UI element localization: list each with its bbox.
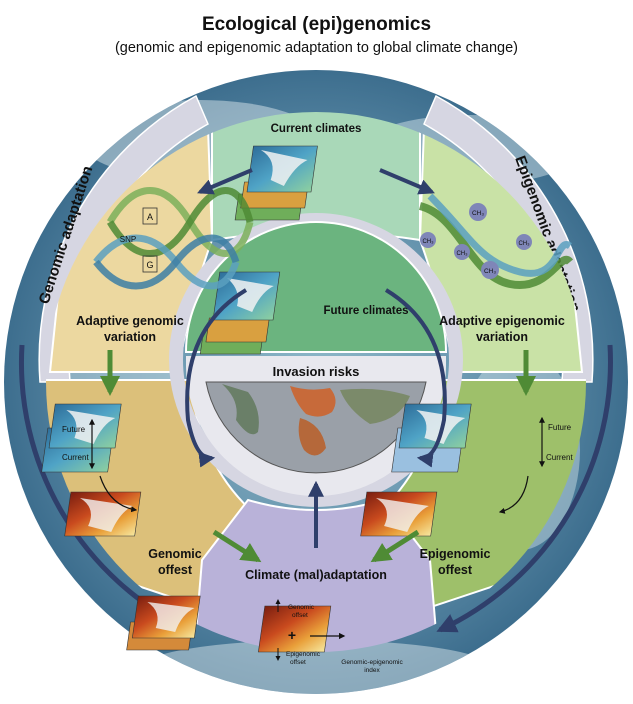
- ch3-label-3: CH₃: [456, 251, 468, 257]
- epigenomic-outer-arrow: [436, 344, 613, 633]
- invasion-map-land: [222, 384, 410, 456]
- allele-g-label: G: [146, 260, 153, 270]
- epigenomic-offset-heatmap: [360, 491, 438, 537]
- current-to-genomic-arrow: [197, 168, 253, 195]
- maladapt-plus: +: [288, 627, 296, 643]
- allele-a-box: [142, 207, 158, 225]
- genomic-offset-label-1: Genomic: [148, 547, 202, 561]
- ch3-label-5: CH₃: [484, 268, 496, 275]
- adaptive-genomic-label-2: variation: [104, 330, 156, 344]
- maladapt-epigenomic-offset-2: offset: [290, 659, 306, 666]
- genomic-future-current-maps: [41, 403, 122, 473]
- allele-g-box: [142, 255, 158, 273]
- page-subtitle: (genomic and epigenomic adaptation to gl…: [114, 40, 519, 56]
- ch3-label-1: CH₃: [472, 210, 484, 217]
- epigenetic-helix-icon: [418, 193, 574, 289]
- invasion-risks-label: Invasion risks: [273, 364, 360, 379]
- maladapt-genomic-offset-1: Genomic: [288, 604, 315, 611]
- current-to-epigenomic-arrow: [379, 168, 435, 195]
- snp-label: SNP: [120, 235, 136, 244]
- future-climates-map-stack: [199, 271, 281, 355]
- future-label-right: Future: [548, 423, 572, 432]
- genomic-map-to-offset-arrow: [99, 475, 138, 513]
- epigenomic-offset-to-maladapt-arrow: [370, 529, 420, 563]
- current-climates-label: Current climates: [271, 123, 362, 135]
- future-to-epigenomic-maps-arrow: [384, 288, 447, 468]
- methyl-group-icons: [420, 203, 532, 279]
- current-label-left: Current: [62, 453, 89, 462]
- maladapt-genomic-offset-2: offset: [292, 612, 308, 619]
- page-title: Ecological (epi)genomics: [201, 14, 432, 35]
- future-label-left: Future: [62, 425, 86, 434]
- future-to-genomic-maps-arrow: [185, 288, 248, 468]
- maladapt-index-1: Genomic-epigenomic: [341, 659, 403, 666]
- future-climates-label: Future climates: [324, 305, 409, 317]
- genomic-offset-label-2: offest: [158, 563, 193, 577]
- adaptive-genomic-label-1: Adaptive genomic: [76, 314, 184, 328]
- current-label-right: Current: [546, 453, 573, 462]
- adaptive-epigenomic-label-1: Adaptive epigenomic: [439, 314, 565, 328]
- climate-maladaptation-label: Climate (mal)adaptation: [245, 568, 387, 582]
- maladaptation-heatmaps: [126, 595, 332, 653]
- maladapt-epigenomic-offset-1: Epigenomic: [286, 651, 321, 658]
- epigenomic-offset-label-2: offest: [438, 563, 473, 577]
- current-climates-map-stack: [234, 145, 318, 221]
- epigenomic-map-to-offset-arrow: [498, 475, 529, 514]
- adaptive-epigenomic-label-2: variation: [476, 330, 528, 344]
- allele-a-label: A: [147, 212, 153, 222]
- ch3-label-4: CH₃: [518, 241, 530, 247]
- genomic-offset-to-maladapt-arrow: [212, 529, 262, 563]
- epigenomic-offset-label-1: Epigenomic: [420, 547, 491, 561]
- genomic-offset-heatmap: [64, 491, 142, 537]
- dna-helix-icon: [93, 187, 254, 290]
- epigenomic-future-current-maps: [391, 403, 472, 473]
- ch3-label-2: CH₃: [422, 239, 434, 245]
- maladapt-index-2: index: [364, 667, 380, 674]
